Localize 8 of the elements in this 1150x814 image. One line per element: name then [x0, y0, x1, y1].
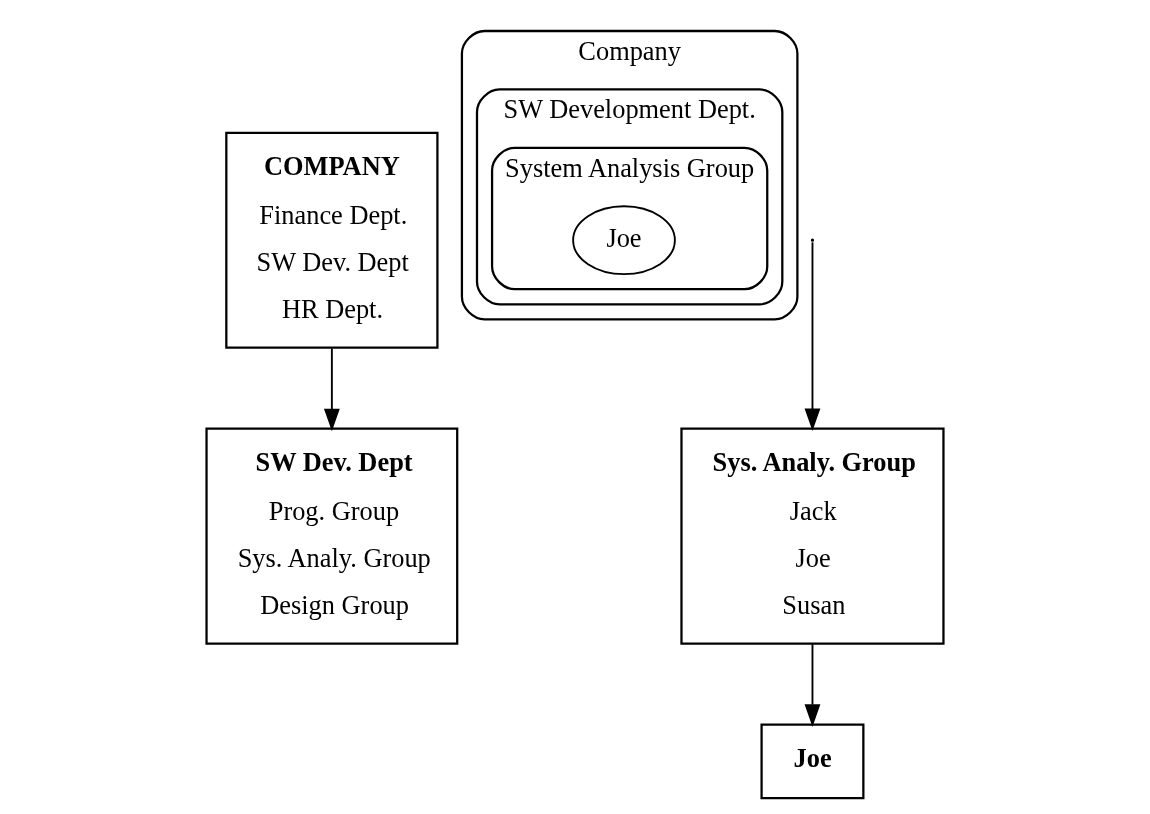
- node-box: Joe: [760, 723, 865, 800]
- node-box: Sys. Analy. Group Jack Joe Susan: [680, 427, 945, 645]
- node-ellipse: Joe: [572, 205, 676, 276]
- arrow: [804, 643, 821, 727]
- node-box: COMPANY Finance Dept. SW Dev. Dept HR Dept.: [225, 131, 439, 349]
- arrow: [323, 347, 340, 432]
- arrow: [804, 241, 821, 432]
- node-box: SW Dev. Dept Prog. Group Sys. Analy. Group Design Group: [205, 427, 459, 645]
